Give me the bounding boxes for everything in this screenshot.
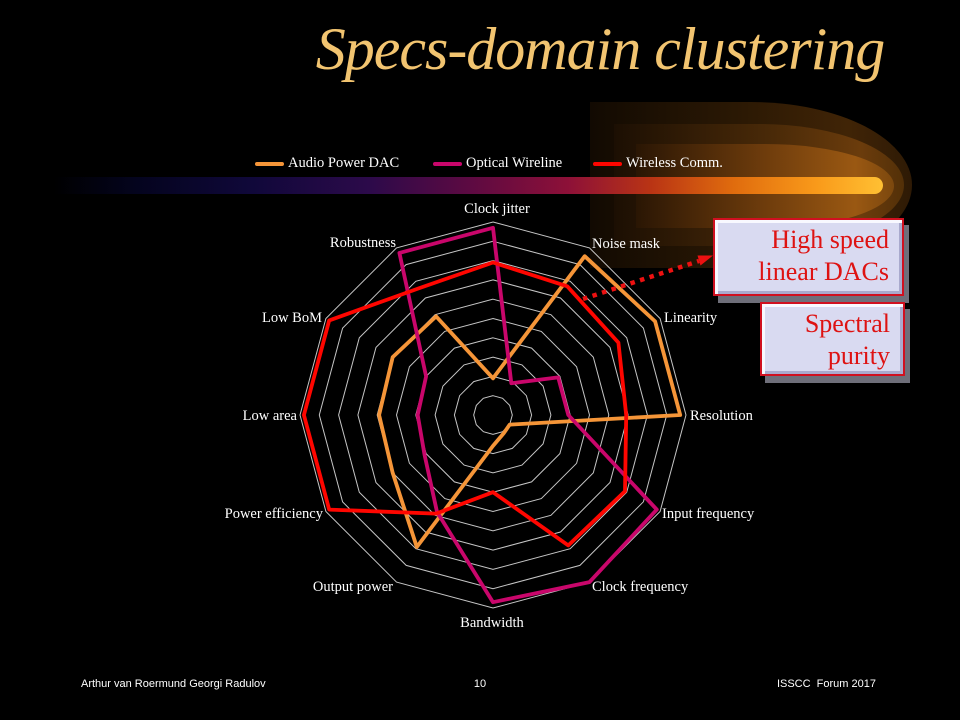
callout-line: High speed (771, 225, 889, 254)
callout-line: Spectral (804, 309, 890, 338)
legend-label: Audio Power DAC (288, 155, 400, 171)
axis-label-clock-jitter: Clock jitter (464, 201, 530, 217)
legend-item-optical-wireline: Optical Wireline (433, 155, 562, 172)
footer-page-number: 10 (473, 678, 487, 690)
legend-swatch-magenta (433, 161, 462, 166)
gradient-band (54, 177, 883, 194)
axis-label-clock-frequency: Clock frequency (592, 579, 689, 595)
footer-event: ISSCC Forum 2017 (776, 678, 876, 690)
slide-title: Specs-domain clustering (315, 16, 886, 82)
legend-label: Optical Wireline (466, 155, 563, 171)
legend-label: Wireless Comm. (626, 155, 723, 171)
callout-high-speed-linear-dacs: High speed linear DACs (713, 218, 904, 296)
axis-label-power-efficiency: Power efficiency (224, 506, 323, 522)
axis-label-noise-mask: Noise mask (592, 236, 661, 252)
legend-item-wireless-comm: Wireless Comm. (593, 155, 723, 172)
axis-label-bandwidth: Bandwidth (460, 615, 524, 631)
axis-label-input-frequency: Input frequency (662, 506, 755, 522)
axis-label-low-bom: Low BoM (261, 310, 322, 326)
axis-label-linearity: Linearity (664, 310, 718, 326)
legend-swatch-orange (255, 161, 284, 166)
axis-label-resolution: Resolution (690, 408, 753, 424)
footer-authors: Arthur van Roermund Georgi Radulov (81, 678, 266, 690)
callout-line: linear DACs (758, 257, 889, 286)
legend-swatch-red (593, 161, 622, 166)
axis-label-output-power: Output power (312, 579, 393, 595)
callout-spectral-purity: Spectral purity (760, 302, 905, 376)
legend-item-audio-power-dac: Audio Power DAC (255, 155, 399, 172)
axis-label-low-area: Low area (242, 408, 297, 424)
axis-label-robustness: Robustness (329, 235, 396, 251)
callout-line: purity (827, 341, 890, 370)
